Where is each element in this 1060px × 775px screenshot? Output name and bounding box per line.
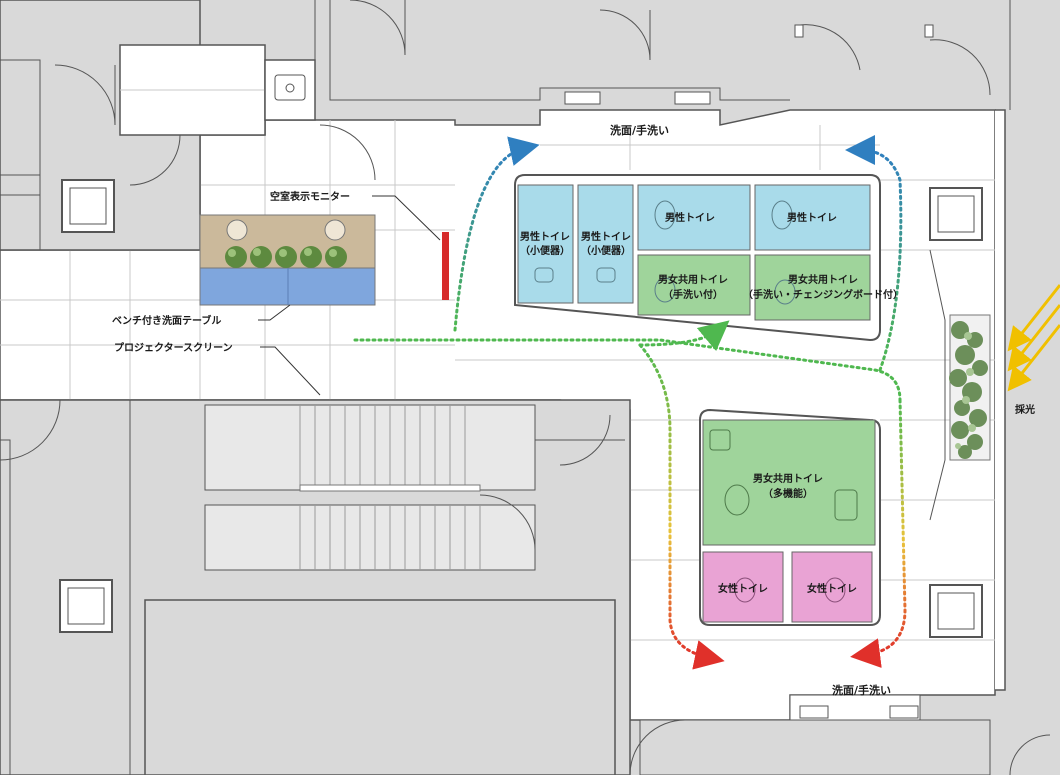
label-women-2: 女性トイレ: [807, 582, 857, 595]
upper-left-rooms: [0, 0, 991, 251]
label-wash-bottom: 洗面/手洗い: [832, 683, 891, 697]
restroom-block-upper: [514, 174, 881, 342]
label-projector-screen: プロジェクタースクリーン: [114, 341, 233, 354]
label-bench-sink-table: ベンチ付き洗面テーブル: [112, 314, 221, 327]
room-unisex-multi: [702, 419, 876, 546]
label-men-toilet-1: 男性トイレ: [665, 211, 715, 224]
label-unisex-2: 男女共用トイレ: [788, 273, 858, 286]
label-unisex-multi: 男女共用トイレ: [753, 472, 823, 485]
room-men-toilet-2: [754, 184, 871, 251]
bench-sink-table: [199, 214, 376, 306]
label-men-urinal-1: 男性トイレ: [520, 230, 570, 243]
svg-text:（手洗い付）: （手洗い付）: [663, 288, 723, 301]
label-vacancy-monitor: 空室表示モニター: [270, 190, 350, 203]
flow-to-men-right: [845, 135, 903, 372]
room-unisex-2: [754, 254, 871, 321]
room-men-toilet-1: [637, 184, 751, 251]
flow-main-green: [353, 338, 902, 402]
restroom-block-lower: [699, 408, 881, 626]
label-unisex-1: 男女共用トイレ: [658, 273, 728, 286]
label-men-urinal-2: 男性トイレ: [581, 230, 631, 243]
label-women-1: 女性トイレ: [718, 582, 768, 595]
sunlight-arrows: [1007, 284, 1060, 392]
label-wash-top: 洗面/手洗い: [610, 123, 669, 137]
svg-text:（多機能）: （多機能）: [763, 487, 813, 500]
annotation-labels: 空室表示モニター ベンチ付き洗面テーブル プロジェクタースクリーン 洗面/手洗い…: [112, 123, 1035, 697]
room-men-urinal-2: [577, 184, 634, 304]
svg-text:（手洗い・チェンジングボード付）: （手洗い・チェンジングボード付）: [743, 288, 903, 301]
top-wash-counter: [564, 91, 711, 105]
label-daylight: 採光: [1015, 403, 1035, 416]
label-men-toilet-2: 男性トイレ: [787, 211, 837, 224]
lower-left-rooms: [0, 399, 631, 775]
flow-to-women-left: [638, 343, 725, 670]
leader-lines: [258, 195, 441, 396]
svg-text:（小便器）: （小便器）: [581, 244, 631, 257]
vacancy-monitor: [442, 232, 449, 300]
flow-lines: [353, 135, 907, 670]
right-wall: [794, 0, 1011, 691]
room-women-1: [702, 551, 784, 623]
lower-right-rooms: [629, 694, 1051, 775]
flow-to-men-left: [453, 136, 540, 332]
room-labels: 男性トイレ （小便器） 男性トイレ （小便器） 男性トイレ 男性トイレ 男女共用…: [520, 211, 903, 595]
room-unisex-1: [637, 254, 751, 316]
room-men-urinal-1: [517, 184, 574, 304]
flow-to-unisex: [638, 320, 730, 352]
flow-to-women-right: [850, 398, 907, 669]
room-women-2: [791, 551, 873, 623]
svg-text:（小便器）: （小便器）: [520, 244, 570, 257]
planter: [949, 314, 991, 461]
